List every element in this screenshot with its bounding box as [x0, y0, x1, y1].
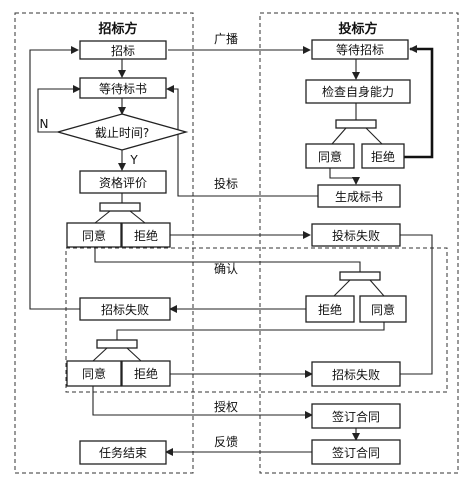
edge-reject-loop	[404, 45, 434, 159]
node-tender-fail-right: 招标失败	[311, 361, 401, 387]
edge-fork-reject-right-2	[333, 279, 351, 297]
label-no: N	[40, 117, 49, 131]
label-broadcast: 广播	[214, 32, 238, 46]
edge-fork-reject-right-1	[365, 127, 383, 145]
node-qualification-eval: 资格评价	[79, 170, 167, 194]
node-bid-fail: 投标失败	[311, 223, 401, 247]
node-reject-right-1-label: 拒绝	[371, 149, 395, 164]
node-wait-tender: 等待招标	[311, 39, 409, 60]
edge-issue-fail-loop	[29, 46, 80, 310]
node-reject-left-2: 拒绝	[121, 360, 171, 387]
edge-fork-agree-left-1	[94, 210, 111, 224]
node-check-capability: 检查自身能力	[305, 79, 411, 104]
node-agree-left-2: 同意	[66, 360, 122, 387]
node-deadline-decision: 截止时间?	[55, 113, 189, 151]
label-yes: Y	[129, 153, 138, 167]
edge-agree-to-generate	[329, 168, 360, 185]
edge-submit-bid	[166, 85, 318, 197]
node-generate-bid-label: 生成标书	[335, 190, 383, 204]
edge-fork-agree-right-1	[331, 127, 347, 145]
node-agree-left-1: 同意	[66, 222, 122, 248]
lane-title-left: 招标方	[98, 21, 137, 37]
lane-bidder-issuer	[14, 12, 194, 474]
fork-bar-left-1	[99, 202, 141, 212]
node-reject-right-2: 拒绝	[305, 295, 355, 323]
edge-agree-to-confirm	[94, 247, 361, 272]
node-agree-left-2-label: 同意	[82, 366, 106, 381]
node-wait-bids-label: 等待标书	[99, 82, 147, 96]
node-sign-contract-2: 签订合同	[311, 439, 401, 465]
node-agree-left-1-label: 同意	[82, 228, 106, 243]
node-reject-left-1-label: 拒绝	[134, 228, 158, 243]
edge-agree-to-fork-2	[116, 322, 385, 340]
node-agree-right-1: 同意	[305, 143, 355, 169]
node-task-end: 任务结束	[79, 440, 167, 465]
lane-bidder	[259, 12, 459, 474]
edge-side-connector	[400, 234, 433, 375]
node-agree-right-2-label: 同意	[371, 302, 395, 317]
node-sign-contract-1-label: 签订合同	[332, 409, 380, 424]
edge-fork-agree-left-2	[92, 347, 108, 362]
node-agree-right-2: 同意	[359, 295, 407, 323]
lane-title-right: 投标方	[338, 21, 377, 37]
node-agree-right-1-label: 同意	[318, 149, 342, 164]
node-reject-right-2-label: 拒绝	[318, 302, 342, 317]
edge-fork-reject-left-1	[129, 210, 146, 224]
label-feedback: 反馈	[214, 435, 238, 449]
node-reject-left-1: 拒绝	[121, 222, 171, 248]
node-sign-contract-1: 签订合同	[311, 403, 401, 429]
node-issue-tender: 招标	[79, 40, 167, 60]
node-tender-fail-left-label: 招标失败	[101, 302, 149, 317]
fork-bar-right-1	[335, 119, 377, 129]
edge-fork-agree-right-2	[369, 279, 385, 297]
node-qualification-label: 资格评价	[99, 175, 147, 190]
node-sign-contract-2-label: 签订合同	[332, 445, 380, 460]
node-issue-tender-label: 招标	[111, 44, 135, 58]
node-bid-fail-label: 投标失败	[332, 228, 380, 243]
node-wait-bids: 等待标书	[79, 77, 167, 99]
node-tender-fail-right-label: 招标失败	[332, 367, 380, 382]
edge-authorize	[92, 386, 313, 419]
node-reject-right-1: 拒绝	[361, 143, 405, 169]
node-reject-left-2-label: 拒绝	[134, 366, 158, 381]
confirm-region	[65, 247, 448, 393]
node-deadline-label: 截止时间?	[95, 126, 149, 140]
node-generate-bid: 生成标书	[317, 184, 401, 208]
node-wait-tender-label: 等待招标	[336, 43, 384, 57]
fork-bar-left-2	[96, 339, 138, 349]
node-check-capability-label: 检查自身能力	[322, 84, 394, 99]
label-authorize: 授权	[214, 399, 238, 414]
label-confirm: 确认	[214, 262, 238, 276]
node-tender-fail-left: 招标失败	[79, 297, 171, 321]
fork-bar-right-2	[339, 271, 381, 281]
node-task-end-label: 任务结束	[99, 445, 147, 460]
edge-fork-reject-left-2	[126, 347, 142, 362]
label-submit-bid: 投标	[214, 176, 238, 191]
